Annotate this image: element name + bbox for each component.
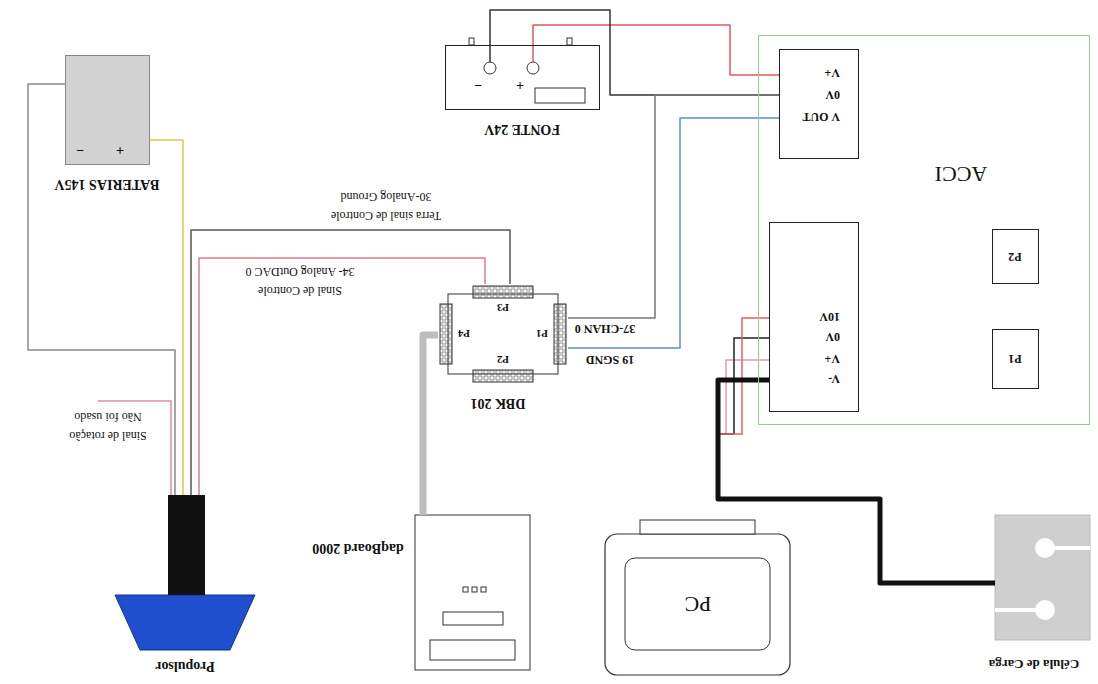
wire — [490, 10, 779, 95]
node-label: DBK 201 — [471, 395, 526, 410]
terminal-label: 10V — [819, 309, 840, 322]
signal-label: Sinal de Controle — [258, 283, 342, 296]
port-name: P3 — [497, 302, 509, 314]
node-label: P1 — [1008, 351, 1021, 364]
indicator-led — [463, 587, 468, 592]
load-cell-body — [995, 515, 1090, 640]
propeller-housing — [115, 595, 255, 650]
controller-board: ACCI V OUT 0V V+ V- V+ 0V 10V P1 P2 — [758, 35, 1090, 425]
power-supply-foot — [469, 38, 474, 45]
cable — [718, 380, 995, 583]
node-label: Célula de Carga — [989, 657, 1079, 671]
daq-computer: daqBoard 2000 — [415, 515, 530, 670]
terminal-label: V OUT — [803, 109, 840, 122]
power-supply-body — [445, 45, 600, 110]
positive-terminal — [527, 62, 539, 74]
node-label: Propulsor — [155, 658, 215, 673]
node-label: FONTE 24V — [484, 121, 560, 136]
terminal-label: 0V — [825, 87, 840, 100]
port-name: P1 — [536, 328, 548, 340]
power-supply-display — [535, 88, 585, 103]
port-name: P2 — [497, 354, 509, 366]
polarity-mark: + — [516, 77, 524, 92]
signal-label: Terra sinal de Controle — [331, 208, 441, 221]
signal-label: Sinal de rotação — [69, 428, 146, 441]
node-label: ACCI — [935, 162, 988, 186]
indicator-led — [481, 587, 486, 592]
polarity-mark: − — [474, 77, 482, 92]
monitor-screen — [625, 558, 770, 650]
connector-box: P1 — [992, 329, 1039, 389]
wire — [191, 230, 510, 495]
connector-box: P2 — [992, 229, 1039, 284]
power-supply-foot — [567, 38, 572, 45]
wire — [199, 258, 485, 495]
load-cell: Célula de Carga — [995, 515, 1090, 640]
indicator-led — [472, 587, 477, 592]
negative-terminal — [484, 62, 496, 74]
battery-body — [65, 55, 150, 165]
terminal-label: V- — [828, 371, 840, 384]
load-cell-hole — [1035, 538, 1055, 558]
pin-header — [473, 286, 533, 298]
power-supply: FONTE 24V — [445, 45, 600, 110]
terminal-lead — [532, 45, 534, 62]
pin-header — [473, 370, 533, 382]
terminal-label: V+ — [824, 351, 840, 364]
wire — [150, 140, 183, 495]
monitor-base — [640, 520, 755, 534]
thruster-shaft — [168, 495, 205, 595]
terminal-label: V+ — [824, 65, 840, 78]
node-label: daqBoard 2000 — [312, 540, 403, 555]
wire — [533, 25, 779, 75]
dbk-board — [448, 294, 558, 374]
drive-bay — [430, 640, 515, 660]
polarity-mark: + — [116, 142, 124, 157]
node-label: PC — [685, 592, 712, 616]
load-cell-hole — [1035, 600, 1055, 620]
polarity-mark: − — [76, 142, 84, 157]
wire — [28, 84, 175, 495]
monitor-frame — [605, 534, 790, 675]
drive-bay — [443, 612, 503, 625]
node-label: P2 — [1008, 249, 1021, 262]
pin-header — [440, 304, 452, 364]
load-cell-wire — [718, 360, 770, 434]
signal-label: 34- Analog OutDAC 0 — [246, 264, 355, 277]
load-cell-wire — [718, 318, 770, 434]
terminal-block: V OUT 0V V+ — [779, 49, 859, 159]
pin-label: 19 SGND — [584, 352, 636, 365]
cable — [423, 335, 438, 515]
load-cell-wire — [718, 338, 770, 434]
terminal-block: V- V+ 0V 10V — [769, 222, 859, 412]
signal-label: 30-Analog Ground — [341, 189, 432, 202]
wire — [568, 95, 779, 318]
node-label: BATERIAS 145V — [54, 176, 159, 191]
port-name: P4 — [458, 328, 470, 340]
wire — [568, 118, 779, 348]
computer-tower — [415, 515, 530, 670]
signal-label: Não foi usado — [74, 409, 141, 422]
terminal-label: 0V — [825, 329, 840, 342]
terminal-lead — [489, 45, 491, 62]
pin-header — [554, 304, 566, 364]
thruster: Propulsor — [115, 495, 255, 650]
pc-monitor: PC — [605, 534, 790, 675]
dbk-board: DBK 201 — [438, 284, 568, 384]
pin-label: 37-CHAN 0 — [573, 321, 637, 334]
